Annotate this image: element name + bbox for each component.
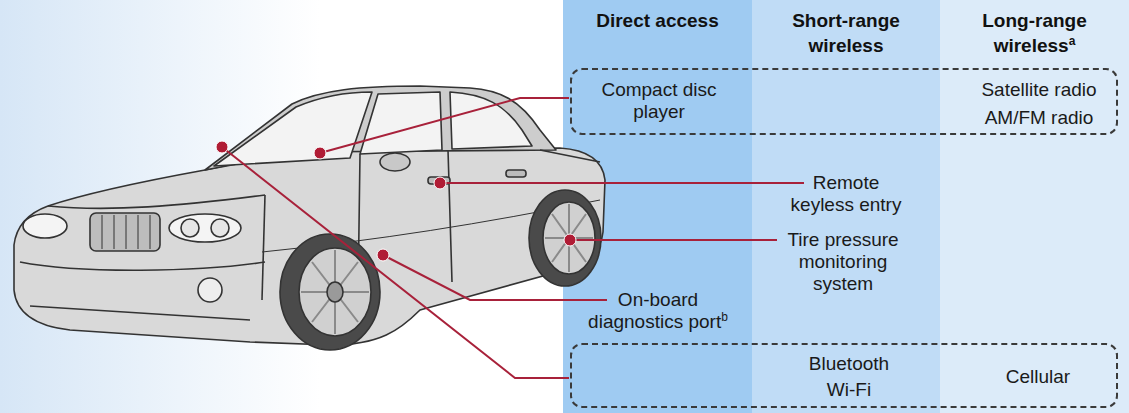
item-label-block: Tire pressure monitoring system (781, 229, 906, 295)
column-header-block: Short-range wireless (766, 8, 926, 58)
item-text-block: Wi-Fi (764, 379, 934, 401)
footnote-mark: a (1069, 34, 1076, 48)
item-label: Remote keyless entry (791, 172, 902, 215)
point-dot (377, 249, 389, 261)
point-dot (434, 177, 446, 189)
column-header: Direct access (596, 10, 719, 31)
column-header: Short-range wireless (792, 10, 900, 56)
column-header-block: Direct access (578, 8, 738, 33)
column-header-block: Long-range wirelessa (955, 8, 1115, 58)
point-dot (314, 147, 326, 159)
leader-line (222, 147, 569, 378)
item-label-block: Remote keyless entry (784, 172, 909, 216)
point-dot (216, 141, 228, 153)
item-text-block: Satellite radio (954, 79, 1124, 101)
item-text: AM/FM radio (985, 107, 1094, 128)
column-band: Direct access (563, 0, 752, 413)
car-illustration (0, 0, 620, 413)
item-text: Cellular (1006, 366, 1070, 387)
column-header: Long-range wireless (982, 10, 1087, 56)
item-text-block: AM/FM radio (954, 107, 1124, 129)
item-label-block: On-board diagnostics portb (576, 289, 741, 333)
leader-line (320, 98, 569, 153)
item-label: Tire pressure monitoring system (787, 229, 898, 294)
footnote-mark: b (721, 310, 728, 324)
item-text: Wi-Fi (827, 379, 871, 400)
item-text: Bluetooth (809, 353, 889, 374)
item-text-block: Bluetooth (764, 353, 934, 375)
item-label: On-board diagnostics port (588, 289, 721, 332)
item-text-block: Cellular (953, 366, 1123, 388)
item-text: Compact disc player (601, 79, 716, 122)
item-text-block: Compact disc player (589, 79, 729, 123)
column-band: Long-range wirelessa (940, 0, 1129, 413)
item-text: Satellite radio (981, 79, 1096, 100)
dashed-group: BluetoothWi-Fi Cellular (570, 343, 1118, 408)
dashed-group: Compact disc player Satellite radioAM/FM … (570, 68, 1118, 135)
